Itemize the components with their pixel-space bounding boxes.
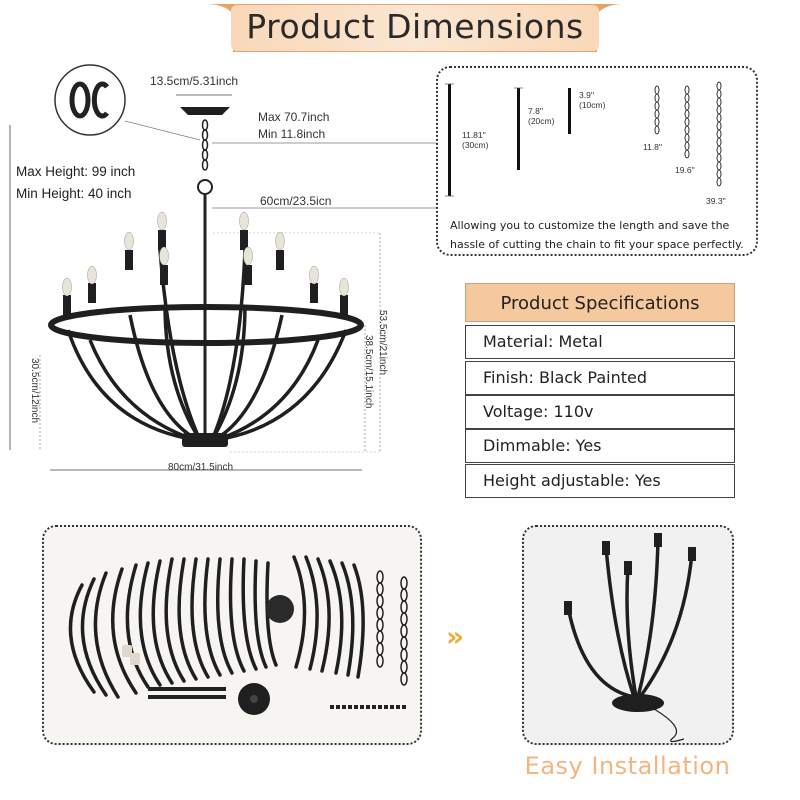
- min-height-label: Min Height: 40 inch: [16, 186, 132, 201]
- page-title: Product Dimensions: [246, 7, 584, 46]
- parts-illustration: [68, 555, 408, 715]
- chandelier-illustration: [9, 64, 436, 471]
- installed-photo: [522, 525, 734, 745]
- chain-note: Allowing you to customize the length and…: [450, 219, 744, 251]
- body-height-right-outer-label: 53.5cm/21inch: [377, 310, 388, 376]
- rod-10cm: [568, 88, 571, 134]
- rod-label-10cm: 3.9'' (10cm): [579, 90, 606, 110]
- easy-installation-title: Easy Installation: [524, 752, 731, 780]
- body-height-right-inner-label: 38.5cm/15.1inch: [363, 335, 374, 409]
- installed-frame-illustration: [564, 533, 696, 743]
- total-width-label: 80cm/31.5inch: [168, 462, 234, 473]
- body-height-left-label: 30.5cm/12inch: [29, 358, 40, 424]
- chain-label-medium: 19.6'': [675, 165, 695, 175]
- rod-label-30cm: 11.81'' (30cm): [462, 130, 489, 150]
- next-arrow-icon: »: [446, 620, 464, 653]
- parts-photo: [42, 525, 422, 745]
- spec-voltage: Voltage: 110v: [465, 395, 735, 429]
- chain-length-panel: 11.81'' (30cm) 7.8'' (20cm) 3.9'' (10cm)…: [436, 66, 758, 256]
- max-height-label: Max Height: 99 inch: [16, 164, 136, 179]
- chain-min-label: Min 11.8inch: [258, 127, 326, 141]
- chain-label-short: 11.8'': [643, 142, 663, 152]
- rod-20cm: [517, 88, 520, 170]
- title-banner: Product Dimensions: [205, 2, 625, 52]
- spec-height-adjustable: Height adjustable: Yes: [465, 464, 735, 498]
- banner-shape: [205, 4, 625, 52]
- spec-finish: Finish: Black Painted: [465, 361, 735, 395]
- top-width-label: 60cm/23.5icn: [260, 194, 332, 208]
- chain-label-long: 39.3'': [706, 196, 726, 206]
- rod-30cm: [448, 84, 451, 196]
- spec-material: Material: Metal: [465, 325, 735, 359]
- canopy-width-label: 13.5cm/5.31inch: [150, 74, 239, 88]
- rods-and-chains: [445, 81, 722, 197]
- specs-title: Product Specifications: [465, 283, 735, 322]
- rod-label-20cm: 7.8'' (20cm): [528, 106, 555, 126]
- chain-max-label: Max 70.7inch: [258, 110, 330, 124]
- spec-dimmable: Dimmable: Yes: [465, 429, 735, 463]
